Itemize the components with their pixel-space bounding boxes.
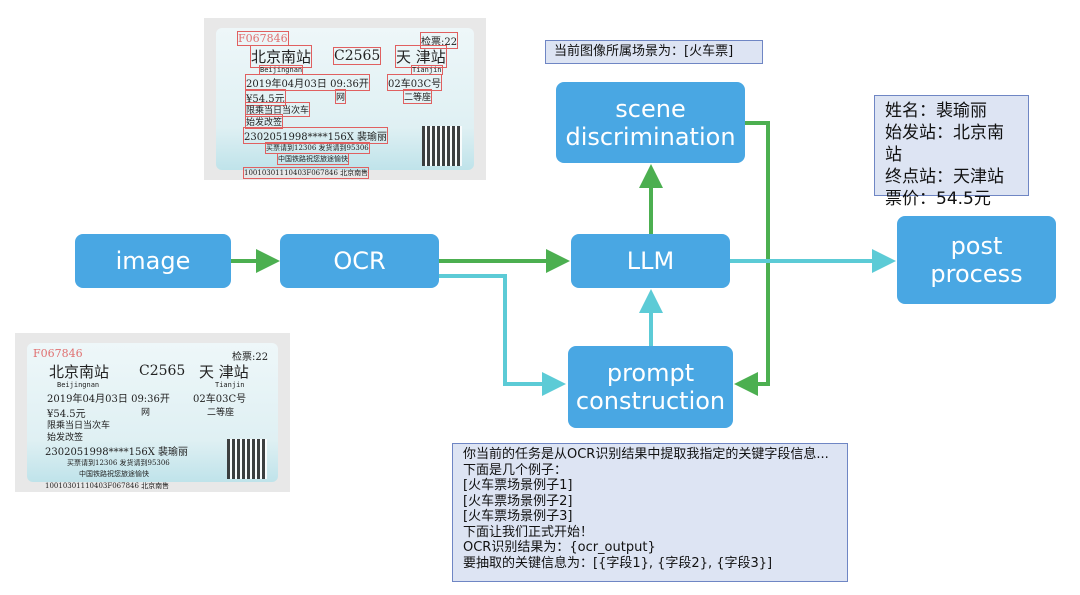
scene-label: 当前图像所属场景为：[火车票] [545,40,763,64]
ticket-seat: 02车03C号 [193,394,247,405]
ticket-note1: 限乘当日当次车 [47,421,111,431]
qr-code-icon [422,126,462,166]
ticket-channel: 网 [334,89,347,104]
ticket-check: 检票:22 [419,32,459,49]
prompt-text-box: 你当前的任务是从OCR识别结果中提取我指定的关键字段信息... 下面是几个例子：… [452,443,848,582]
ticket-bottom: 10010301110403F067846 北京南售 [242,167,370,179]
ticket-to: 天 津站 [395,45,447,68]
post-process-node: post process [897,216,1056,304]
ticket-price: ¥54.5元 [47,409,86,420]
ticket-datetime: 2019年04月03日 09:36开 [245,74,370,91]
ticket-to: 天 津站 [199,363,249,381]
prompt-line: 你当前的任务是从OCR识别结果中提取我指定的关键字段信息... [463,447,829,462]
prompt-line: [火车票场景例子2] [463,493,573,509]
prompt-line: [火车票场景例子3] [463,509,573,524]
qr-code-icon [227,439,267,479]
ocr-annotated-ticket-image: F067846 检票:22 北京南站 C2565 天 津站 Beijingnan… [204,18,486,180]
image-node: image [75,234,231,288]
ticket-notice1: 买票请到12306 发货请到95306 [67,459,170,467]
ocr-node: OCR [280,234,439,288]
ticket-id: 2302051998****156X 裴瑜丽 [242,127,389,144]
extracted-info-box: 姓名：裴瑜丽 始发站：北京南站 终点站：天津站 票价：54.5元 [874,95,1029,209]
info-line: 票价：54.5元 [885,189,991,209]
ticket-bottom: 10010301110403F067846 北京南售 [45,482,170,490]
ticket-note2: 始发改签 [244,114,284,129]
info-line: 终点站：天津站 [885,167,1004,187]
ticket-serial: F067846 [33,347,83,360]
ticket-price: ¥54.5元 [245,89,286,106]
llm-node: LLM [571,234,730,288]
ticket-id: 2302051998****156X 裴瑜丽 [45,447,189,458]
ticket-seat: 02车03C号 [386,74,443,91]
ticket-train: C2565 [332,47,382,65]
ticket-from: 北京南站 [49,363,110,381]
ticket-channel: 网 [141,408,151,418]
ticket-notice2: 中国铁路祝您旅途愉快 [79,470,149,478]
ticket-notice2: 中国铁路祝您旅途愉快 [277,153,349,165]
prompt-line: 下面让我们正式开始！ [463,524,594,540]
ticket-from-pinyin: Beijingnan [258,65,304,75]
ticket-serial: F067846 [237,31,289,46]
input-ticket-image: F067846 检票:22 北京南站 C2565 天 津站 Beijingnan… [15,333,290,492]
ticket-note2: 始发改签 [47,433,84,443]
info-line: 姓名：裴瑜丽 [885,101,987,121]
scene-discrimination-node: scene discrimination [556,82,745,163]
ticket-to-pinyin: Tianjin [411,65,443,75]
info-line: 始发站：北京南站 [885,123,1004,165]
ticket-class: 二等座 [402,89,433,104]
ticket-from: 北京南站 [249,45,313,68]
prompt-construction-node: prompt construction [568,346,733,428]
ticket-check: 检票:22 [232,352,269,363]
ticket-train: C2565 [139,363,186,379]
ticket-note1: 限乘当日当次车 [244,102,311,117]
ticket-notice1: 买票请到12306 发货请到95306 [265,142,370,154]
arrow-ocr-prompt [439,274,566,396]
prompt-line: OCR识别结果为：{ocr_output} [463,540,656,555]
prompt-line: [火车票场景例子1] [463,478,573,493]
ticket-class: 二等座 [207,408,235,418]
ticket-datetime: 2019年04月03日 09:36开 [47,394,170,405]
prompt-line: 下面是几个例子： [463,462,568,478]
ticket-from-pinyin: Beijingnan [57,381,100,389]
ticket-to-pinyin: Tianjin [215,381,245,389]
arrow-scene-prompt [734,121,770,396]
prompt-line: 要抽取的关键信息为：[{字段1}, {字段2}, {字段3}] [463,555,773,571]
